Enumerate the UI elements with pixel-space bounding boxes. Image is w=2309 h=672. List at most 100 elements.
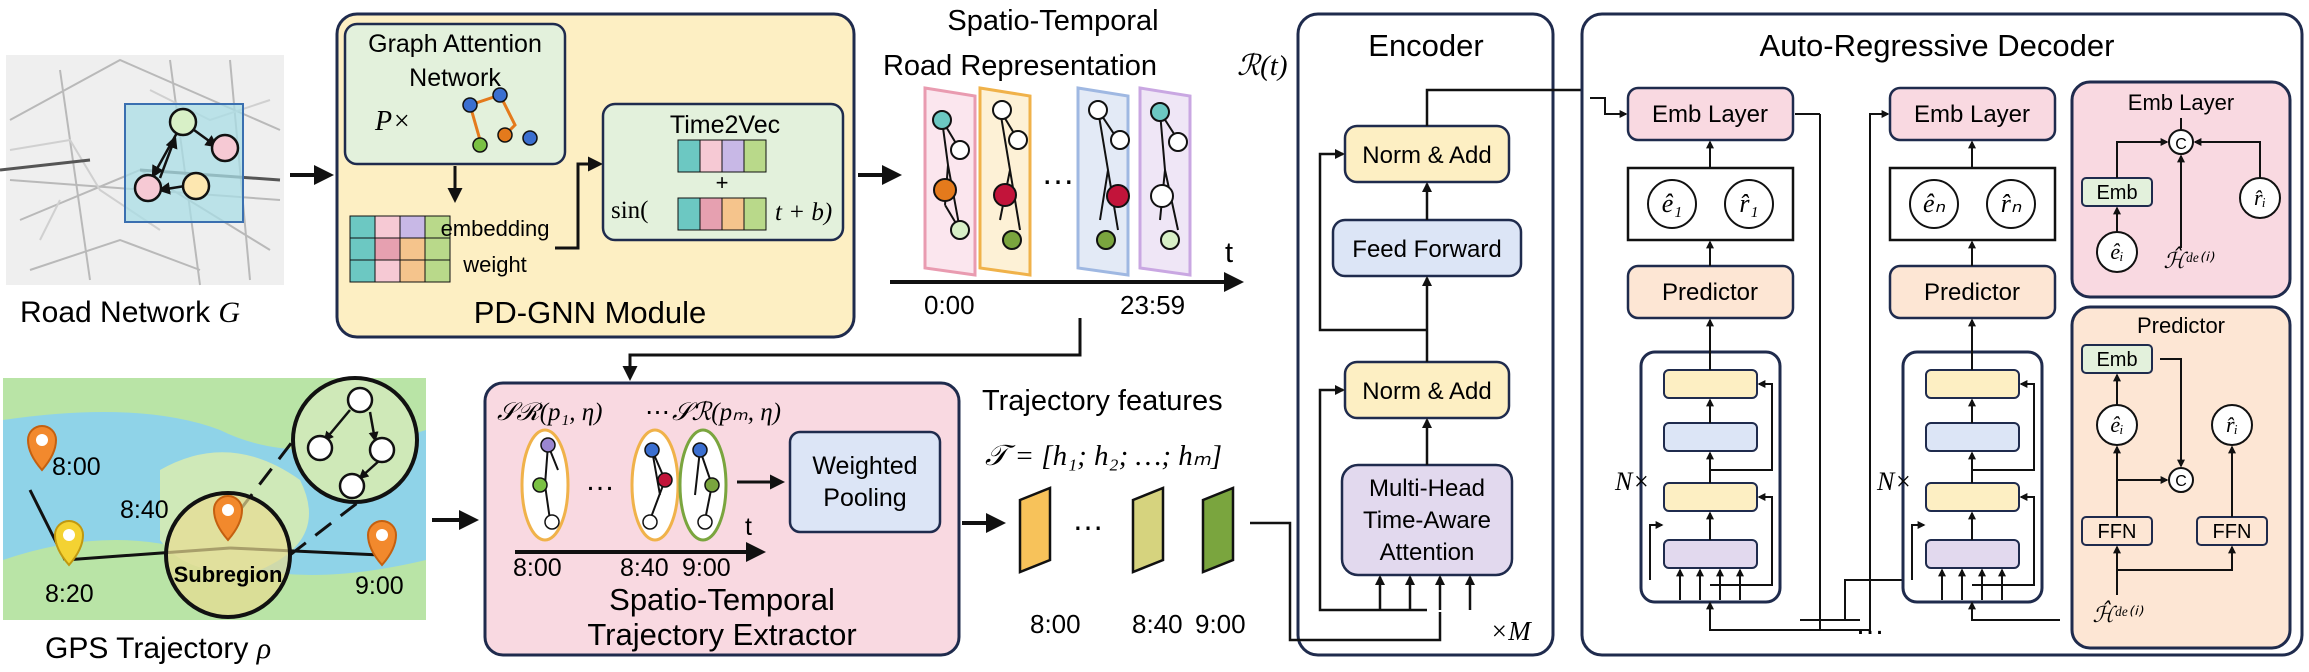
rep-time-start: 0:00 [924,290,975,320]
rep-symbol: ℛ(t) [1237,50,1288,82]
predictor-detail-emb: Emb [2096,349,2137,371]
subregion-label: Subregion [174,562,283,587]
subregion-zoom [291,376,419,504]
rep-title-1: Spatio-Temporal [947,5,1158,37]
decoder-emb-layer-1 [1626,86,1795,142]
gat-graph-icon [462,87,538,153]
decoder-predictor-1-label: Predictor [1662,279,1758,306]
predictor-detail-hde: ℋ̂ᵈᵉ⁽ⁱ⁾ [2092,600,2144,627]
feature-h2 [1131,486,1165,574]
predictor-detail-ri: r̂ᵢ [2226,412,2238,437]
embedding-matrix [349,215,451,283]
decoder-en: êₙ [1923,189,1946,218]
extractor-time-3: 9:00 [682,554,731,582]
mha-label-1: Multi-Head [1369,475,1485,502]
sr-first-label: 𝒮ℛ(p₁, η) [497,399,602,426]
decoder-predictor-n-label: Predictor [1924,279,2020,306]
rep-t-label: t [1225,237,1233,269]
gps-pin-2 [53,520,85,567]
encoder-norm-add-top-label: Norm & Add [1362,142,1491,169]
encoder-feed-forward-label: Feed Forward [1352,236,1501,263]
rep-frame-4 [1138,86,1192,277]
pdgnn-module-label: PD-GNN Module [474,295,707,330]
rep-frame-3 [1076,86,1130,277]
plus-sign: + [716,170,729,195]
pooling-label-2: Pooling [823,484,906,512]
emb-detail-title: Emb Layer [2128,90,2234,115]
embedding-label: embedding [441,216,550,241]
extractor-graph-2 [630,428,680,542]
decoder-emb-layer-n [1888,86,2057,142]
extractor-graph-3 [678,428,728,542]
gps-pin-1 [26,425,58,472]
predictor-detail-ei: êᵢ [2110,412,2123,437]
extractor-t-label: t [745,513,752,541]
decoder-repeat-1: N× [1614,467,1650,496]
extractor-time-2: 8:40 [620,554,669,582]
tb-label: t + b) [775,199,832,226]
mha-label-3: Attention [1380,539,1475,566]
pooling-label-1: Weighted [812,452,917,480]
trajectory-features: Trajectory features 𝒯 = [h₁; h₂; …; hₘ] … [982,385,1246,639]
emb-detail-ei: êᵢ [2110,239,2123,264]
gat-title-2: Network [409,64,501,92]
gps-panel: Subregion 8:00 8:40 8:20 9:00 GPS Trajec… [3,376,426,665]
decoder: Auto-Regressive Decoder Emb Layer ê₁ r̂₁… [1580,12,2304,657]
features-dots: … [1072,501,1104,537]
time2vec-vector-1 [677,139,767,173]
road-network-label: Road Network G [20,296,240,329]
gps-time-2: 8:40 [120,496,169,524]
gps-pin-3 [212,495,244,542]
gat-title: Graph Attention [368,30,542,58]
rep-time-end: 23:59 [1120,290,1185,320]
sr-last-label: 𝒮ℛ(pₘ, η) [672,399,781,426]
pdgnn-module: Graph Attention Network P× embedding wei… [335,12,856,339]
weight-label: weight [462,252,527,277]
decoder-r1: r̂₁ [1739,189,1758,218]
predictor-detail-ffn-1: FFN [2098,521,2137,543]
decoder-emb-layer-1-label: Emb Layer [1652,101,1768,128]
encoder: Encoder Norm & Add Feed Forward Norm & A… [1250,12,1592,657]
decoder-dots: … [1855,608,1885,641]
features-time-1: 8:00 [1030,609,1081,639]
road-representation: Spatio-Temporal Road Representation ℛ(t)… [883,5,1288,320]
gps-time-3: 8:20 [45,580,94,608]
extractor-label-1: Spatio-Temporal [609,582,835,617]
predictor-detail-concat: C [2175,473,2187,490]
gps-time-1: 8:00 [52,453,101,481]
extractor-time-1: 8:00 [513,554,562,582]
gps-time-4: 9:00 [355,572,404,600]
emb-detail-ri: r̂ᵢ [2254,185,2266,210]
weighted-pooling-box [788,430,942,534]
emb-detail-emb: Emb [2096,182,2137,204]
rep-frame-1 [923,86,977,277]
sr-dots: ⋯ [645,398,670,426]
gps-pin-4 [366,520,398,567]
rep-dots: … [1041,154,1075,192]
extractor-label-2: Trajectory Extractor [587,617,856,652]
extractor-graph-1 [520,428,570,542]
features-time-3: 9:00 [1195,609,1246,639]
gat-repeat-label: P× [374,106,411,137]
encoder-repeat: ×M [1490,616,1532,646]
extractor-module: 𝒮ℛ(p₁, η) ⋯ 𝒮ℛ(pₘ, η) … t 8:00 8:4 [483,381,961,657]
predictor-detail-ffn-2: FFN [2213,521,2252,543]
gps-label: GPS Trajectory ρ [45,632,271,665]
features-formula: 𝒯 = [h₁; h₂; …; hₘ] [985,440,1222,472]
features-title: Trajectory features [982,385,1223,417]
predictor-detail-title: Predictor [2137,313,2225,338]
emb-detail-hde: ℋ̂ᵈᵉ⁽ⁱ⁾ [2163,246,2215,273]
encoder-norm-add-bottom-label: Norm & Add [1362,378,1491,405]
decoder-e1: ê₁ [1662,189,1683,218]
extractor-dots: … [585,464,615,497]
arrow-rep-to-extractor [622,318,1082,381]
feature-h1 [1018,486,1052,574]
emb-detail-concat: C [2175,136,2187,153]
features-time-2: 8:40 [1132,609,1183,639]
subregion-circle [164,491,292,619]
decoder-rn: r̂ₙ [2001,189,2022,218]
decoder-emb-layer-n-label: Emb Layer [1914,101,2030,128]
encoder-title: Encoder [1368,28,1483,63]
decoder-repeat-n: N× [1876,467,1912,496]
